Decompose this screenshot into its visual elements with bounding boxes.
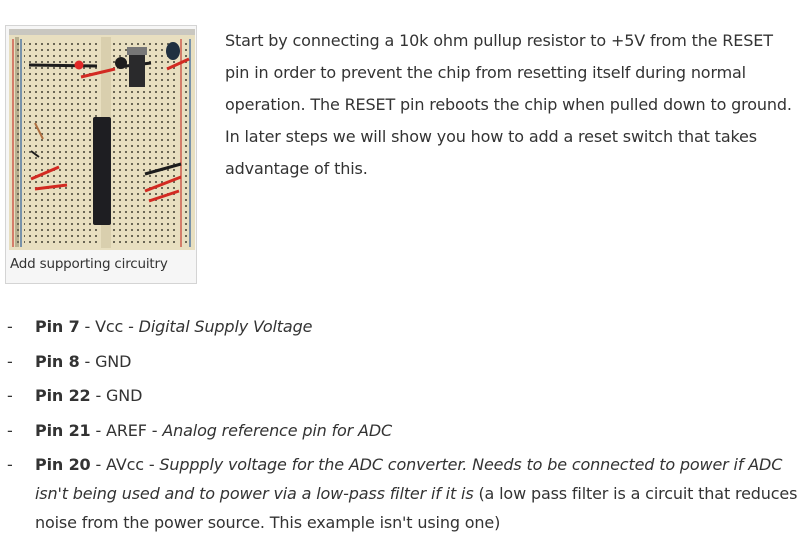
list-bullet: -: [7, 455, 13, 474]
breadboard-photo-icon: [9, 29, 195, 250]
intro-paragraph: Start by connecting a 10k ohm pullup res…: [225, 25, 795, 185]
pin-name: Vcc: [95, 317, 124, 336]
pin-note: (a low pass filter is a circuit that red…: [35, 484, 798, 532]
pin-description: Suppply voltage for the ADC converter. N…: [35, 455, 783, 503]
pin-name: AVcc: [106, 455, 144, 474]
pin-description: Digital Supply Voltage: [138, 317, 313, 336]
figure: Add supporting circuitry: [5, 25, 197, 284]
pin-number: Pin 21: [35, 420, 91, 440]
pin-list: - Pin 7 - Vcc - Digital Supply Voltage -…: [0, 312, 800, 543]
separator: -: [146, 420, 163, 440]
separator: -: [143, 455, 160, 474]
pin-number: Pin 7: [35, 317, 80, 336]
pin-description: Analog reference pin for ADC: [162, 420, 393, 440]
list-bullet: -: [7, 351, 13, 371]
intro-text: Start by connecting a 10k ohm pullup res…: [225, 31, 792, 178]
pin-number: Pin 22: [35, 386, 91, 405]
list-item: - Pin 7 - Vcc - Digital Supply Voltage: [0, 312, 800, 341]
pin-name: GND: [106, 386, 143, 405]
pin-name: AREF: [106, 420, 147, 440]
pin-number: Pin 8: [35, 351, 80, 371]
separator: -: [123, 317, 139, 336]
separator: -: [79, 317, 96, 336]
list-item: - Pin 8 - GND: [0, 347, 800, 376]
list-bullet: -: [7, 317, 13, 336]
list-item: - Pin 21 - AREF - Analog reference pin f…: [0, 416, 800, 445]
separator: -: [79, 351, 96, 371]
list-bullet: -: [7, 386, 13, 405]
list-bullet: -: [7, 420, 13, 440]
separator: -: [90, 386, 107, 405]
separator: -: [90, 455, 107, 474]
figure-caption: Add supporting circuitry: [10, 256, 168, 272]
list-item: - Pin 22 - GND: [0, 381, 800, 410]
list-item: - Pin 20 - AVcc - Suppply voltage for th…: [0, 450, 800, 537]
pin-name: GND: [95, 351, 132, 371]
pin-number: Pin 20: [35, 455, 91, 474]
separator: -: [90, 420, 107, 440]
